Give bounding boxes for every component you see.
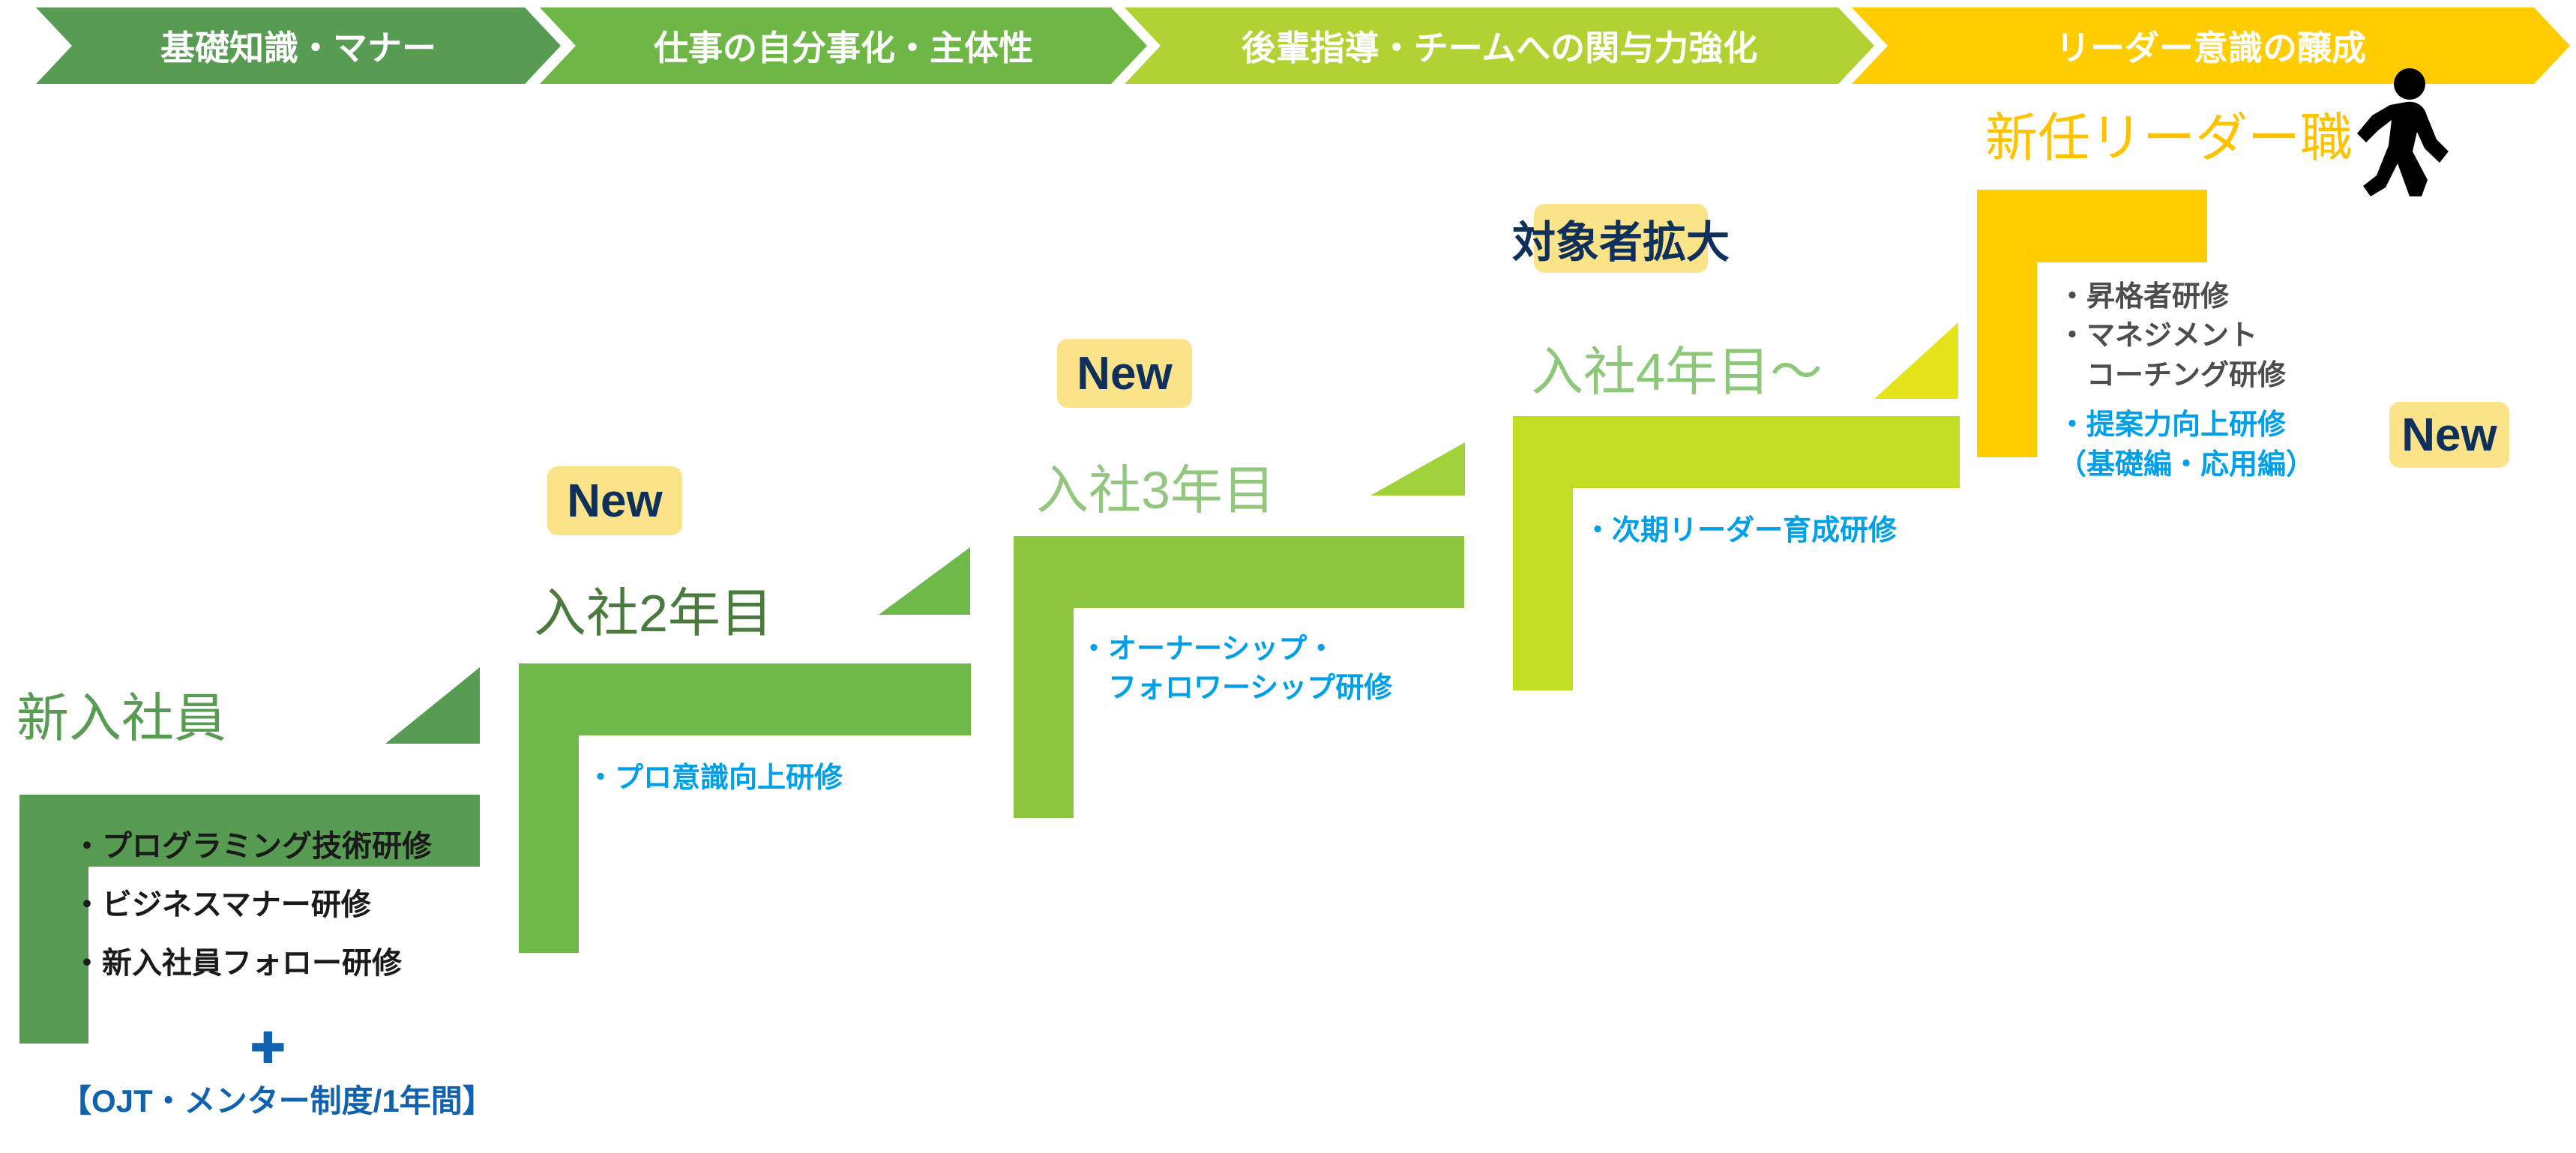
step4-target-expanded-badge: 対象者拡大 [1512,204,1730,273]
step1-vertical-bar [19,867,88,1044]
list-item: ・プログラミング技術研修 [72,830,432,863]
phase-chevron-2: 仕事の自分事化・主体性 [540,7,1147,84]
step5-horizontal-bar [1977,190,2207,262]
phase-banner: 基礎知識・マナー 仕事の自分事化・主体性 後輩指導・チームへの関与力強化 リーダ… [0,7,2576,84]
step3-new-badge: New [1057,339,1192,408]
step3-item-list: ・オーナーシップ・ フォロワーシップ研修 [1080,630,1392,708]
list-item: ・新入社員フォロー研修 [72,947,402,980]
step2-new-badge: New [547,466,682,535]
step3-accent-triangle [1370,442,1465,496]
phase-label-4: リーダー意識の醸成 [2056,28,2366,67]
step5-title: 新任リーダー職 [1985,109,2353,167]
list-item: ・ビジネスマナー研修 [72,888,371,921]
step4-horizontal-bar [1513,416,1960,488]
phase-chevron-3: 後輩指導・チームへの関与力強化 [1125,7,1874,84]
step4-title: 入社4年目～ [1531,343,1823,401]
step4-item-list: ・次期リーダー育成研修 [1583,511,1897,550]
step4-vertical-bar [1513,488,1573,690]
step5-item-list: ・昇格者研修 ・マネジメント コーチング研修 ・提案力向上研修 （基礎編・応用編… [2058,277,2314,484]
step1-accent-triangle [385,667,480,744]
step2-title: 入社2年目 [534,584,773,642]
plus-icon: ✚ [250,1024,286,1073]
list-item: ・次期リーダー育成研修 [1583,515,1898,547]
step3-horizontal-bar [1014,536,1464,608]
step3-title: 入社3年目 [1036,461,1275,520]
step1-horizontal-bar [19,795,480,867]
step2-item-list: ・プロ意識向上研修 [586,759,843,798]
list-item: ・プロ意識向上研修 [586,762,843,794]
list-item: ・オーナーシップ・ [1080,633,1336,665]
phase-label-3: 後輩指導・チームへの関与力強化 [1241,28,1758,67]
phase-chevron-1: 基礎知識・マナー [36,7,561,84]
phase-chevron-4: リーダー意識の醸成 [1852,7,2570,84]
step1-title: 新入社員 [16,689,226,747]
step3-vertical-bar [1014,608,1074,818]
list-item: ・昇格者研修 [2058,281,2230,313]
ojt-mentor-note: 【OJT・メンター制度/1年間】 [60,1083,494,1119]
list-item: フォロワーシップ研修 [1080,672,1393,705]
list-item: コーチング研修 [2058,359,2287,391]
phase-label-2: 仕事の自分事化・主体性 [654,28,1033,67]
phase-label-1: 基礎知識・マナー [160,28,436,67]
list-item: （基礎編・応用編） [2058,448,2315,481]
step2-vertical-bar [519,735,579,953]
step5-new-badge: New [2389,402,2509,468]
walking-person-icon [2357,68,2449,196]
step2-accent-triangle [879,547,970,615]
step4-accent-triangle [1874,322,1958,399]
step5-vertical-bar [1977,262,2037,457]
list-item: ・提案力向上研修 [2058,409,2287,442]
step1-item-list: ・プログラミング技術研修 ・ビジネスマナー研修 ・新入社員フォロー研修 [72,817,432,993]
step2-horizontal-bar [519,663,971,735]
list-item: ・マネジメント [2058,320,2258,352]
